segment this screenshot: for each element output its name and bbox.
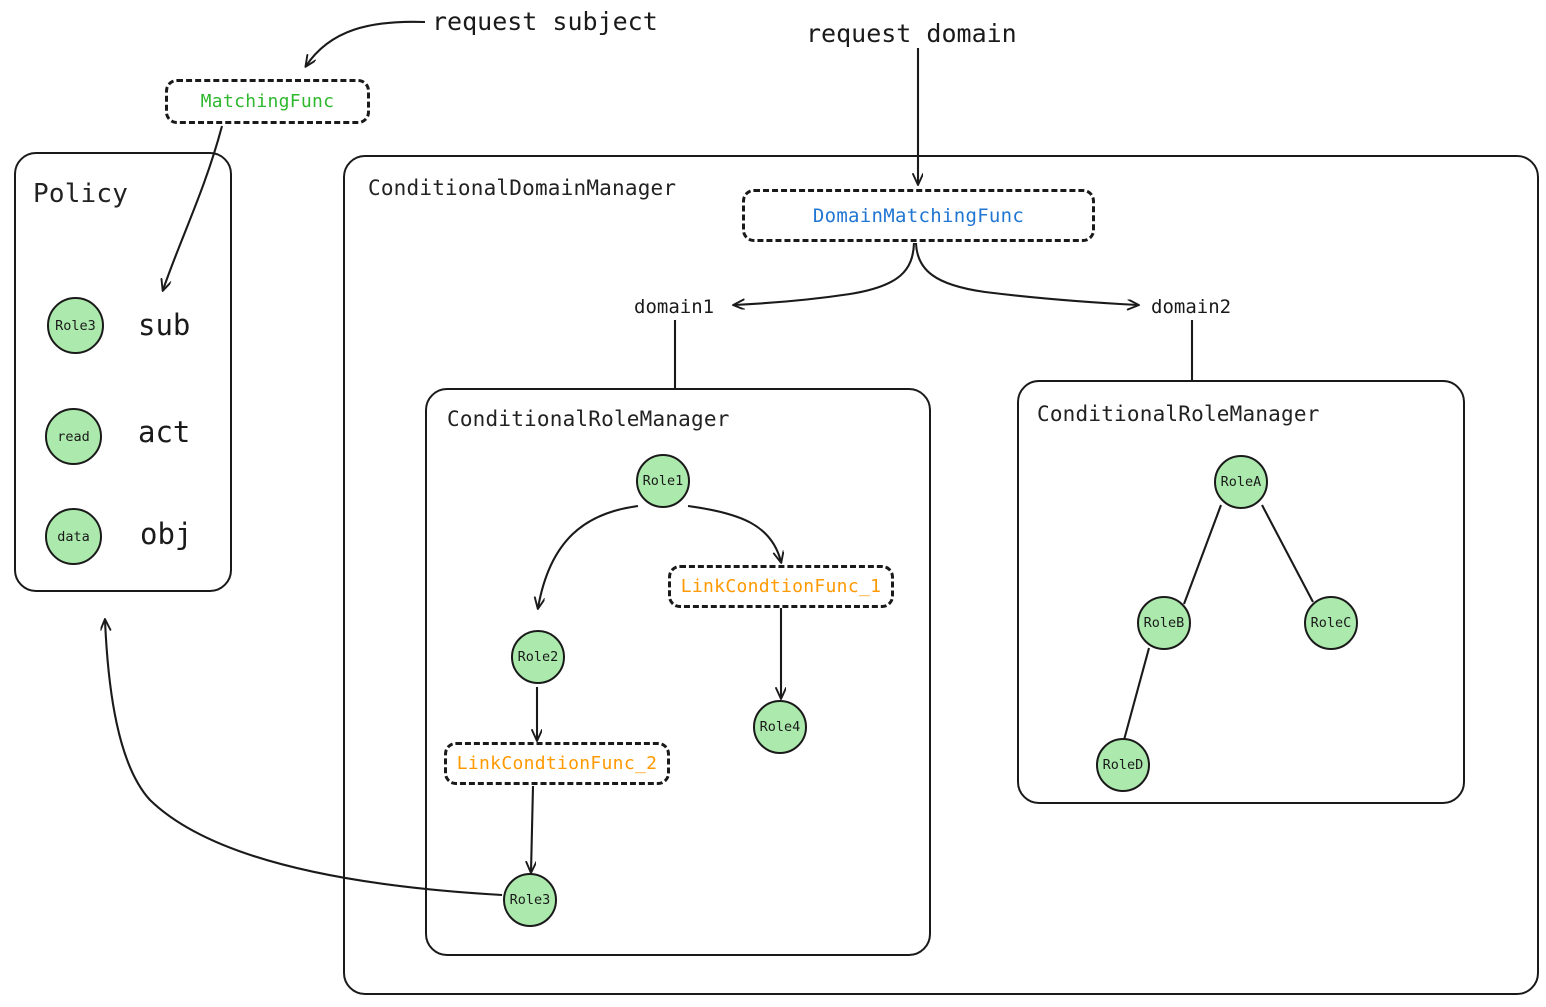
policy-node-act[interactable]: read <box>45 408 102 465</box>
node-role1-label: Role1 <box>642 473 684 489</box>
node-roleB-label: RoleB <box>1143 615 1185 631</box>
policy-node-act-label: read <box>57 428 90 445</box>
node-role2[interactable]: Role2 <box>511 630 565 684</box>
node-roleD[interactable]: RoleD <box>1096 738 1150 792</box>
policy-node-sub-label: Role3 <box>55 317 96 334</box>
link-condtion-func-1-label: LinkCondtionFunc_1 <box>680 576 882 597</box>
conditional-role-manager-right-container <box>1017 380 1465 804</box>
policy-attr-obj: obj <box>140 517 193 551</box>
conditional-domain-manager-container <box>343 155 1539 995</box>
domain-matching-func-label: DomainMatchingFunc <box>812 204 1025 227</box>
node-roleD-label: RoleD <box>1102 757 1144 773</box>
policy-node-sub[interactable]: Role3 <box>47 297 104 354</box>
policy-node-obj-label: data <box>57 528 90 545</box>
node-role4[interactable]: Role4 <box>753 700 807 754</box>
policy-attr-sub: sub <box>138 308 191 342</box>
node-roleC[interactable]: RoleC <box>1304 596 1358 650</box>
node-role3-label: Role3 <box>509 892 551 908</box>
link-condtion-func-1-box[interactable]: LinkCondtionFunc_1 <box>668 565 894 608</box>
domain2-label: domain2 <box>1151 296 1232 318</box>
conditional-domain-manager-title: ConditionalDomainManager <box>368 176 677 200</box>
policy-container <box>14 152 232 592</box>
domain1-label: domain1 <box>634 296 715 318</box>
node-roleB[interactable]: RoleB <box>1137 596 1191 650</box>
conditional-role-manager-left-title: ConditionalRoleManager <box>447 407 730 431</box>
matching-func-label: MatchingFunc <box>200 91 335 112</box>
matching-func-box[interactable]: MatchingFunc <box>165 79 370 124</box>
request-subject-label: request subject <box>432 7 658 36</box>
link-condtion-func-2-label: LinkCondtionFunc_2 <box>456 753 658 774</box>
node-roleA-label: RoleA <box>1220 474 1262 490</box>
policy-title: Policy <box>33 179 129 209</box>
conditional-role-manager-right-title: ConditionalRoleManager <box>1037 402 1320 426</box>
node-roleA[interactable]: RoleA <box>1214 455 1268 509</box>
link-condtion-func-2-box[interactable]: LinkCondtionFunc_2 <box>444 742 670 785</box>
domain-matching-func-box[interactable]: DomainMatchingFunc <box>742 189 1095 242</box>
policy-node-obj[interactable]: data <box>45 508 102 565</box>
node-role3[interactable]: Role3 <box>503 873 557 927</box>
node-role2-label: Role2 <box>517 649 559 665</box>
edge-request-subject-to-matchingfunc <box>306 20 426 66</box>
node-roleC-label: RoleC <box>1310 615 1352 631</box>
node-role4-label: Role4 <box>759 719 801 735</box>
node-role1[interactable]: Role1 <box>636 454 690 508</box>
policy-attr-act: act <box>138 415 191 449</box>
request-domain-label: request domain <box>806 19 1017 48</box>
conditional-role-manager-left-container <box>425 388 931 956</box>
